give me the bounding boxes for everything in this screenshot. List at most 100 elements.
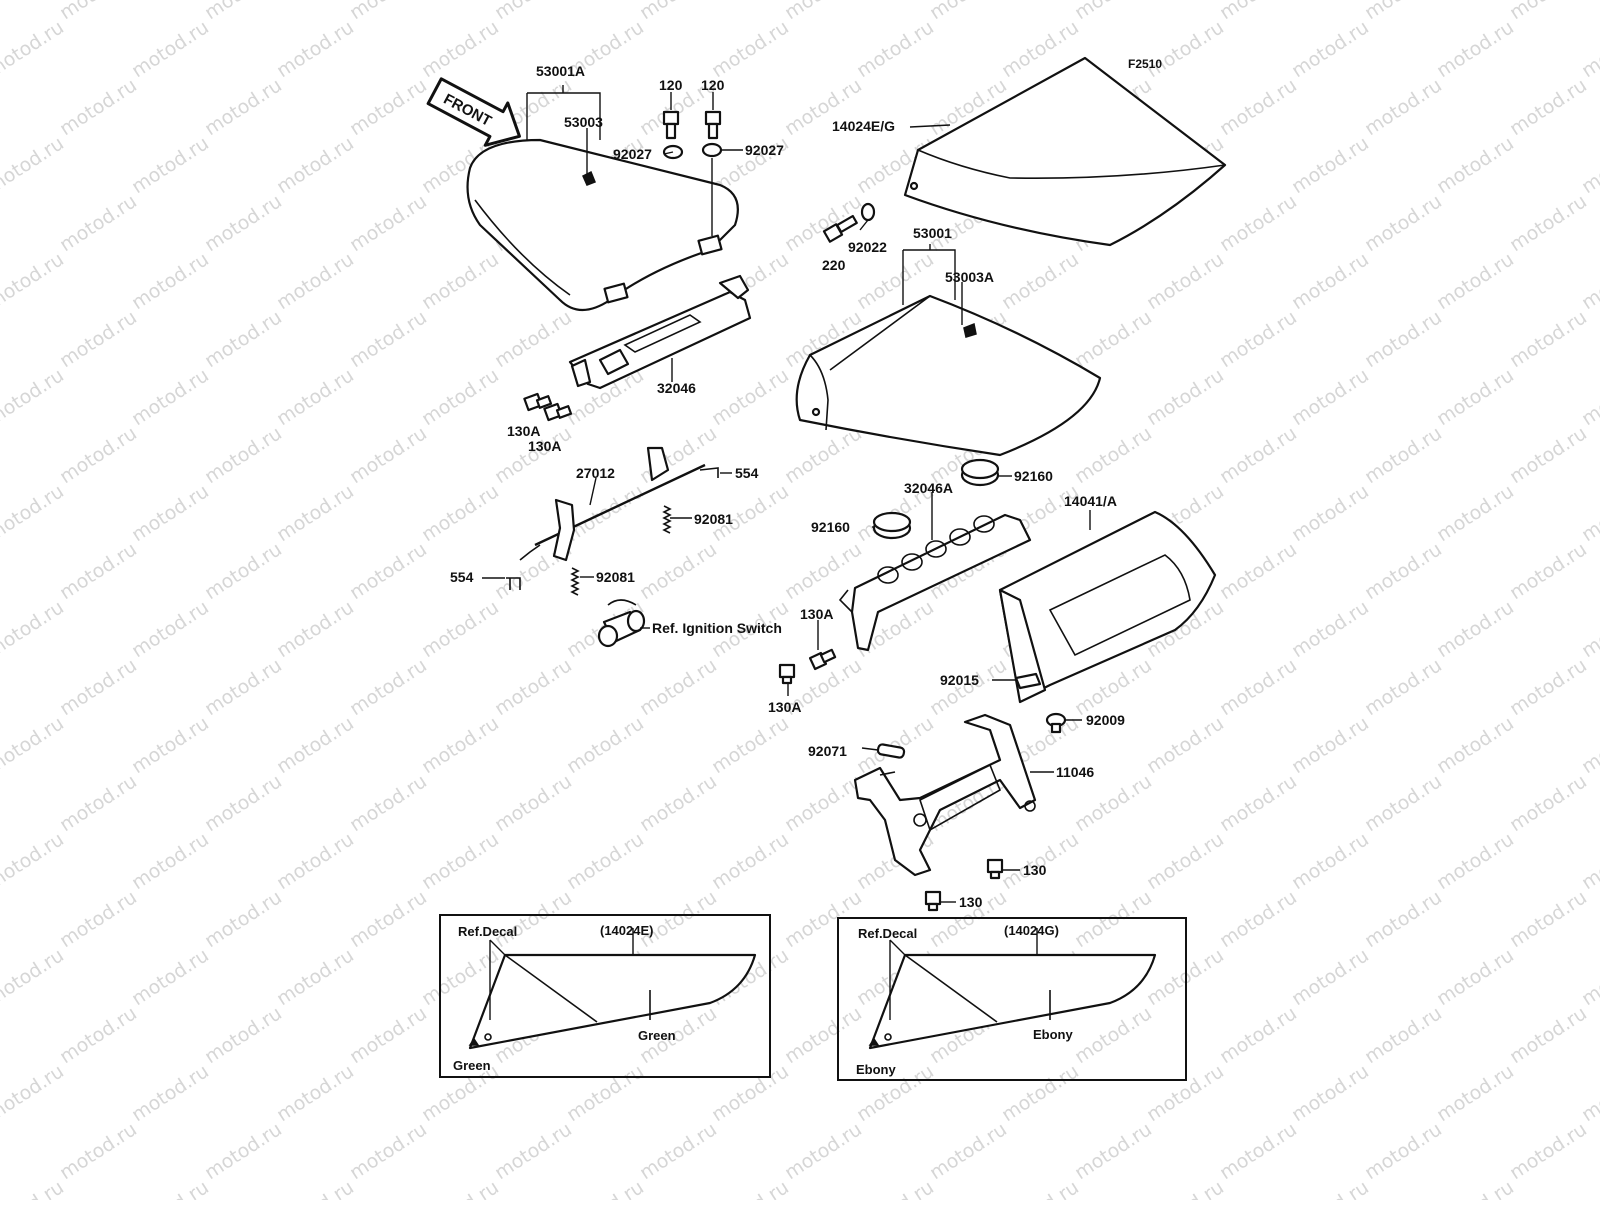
watermark-text: motod.ru xyxy=(781,1118,866,1184)
watermark-text: motod.ru xyxy=(418,16,503,82)
watermark-text: motod.ru xyxy=(491,0,576,24)
callout-92081-lower: 92081 xyxy=(596,569,635,585)
watermark-text: motod.ru xyxy=(1506,1118,1591,1184)
watermark-text: motod.ru xyxy=(201,0,286,24)
watermark-text: motod.ru xyxy=(1216,1118,1301,1184)
watermark-text: motod.ru xyxy=(128,132,213,198)
watermark-text: motod.ru xyxy=(1506,770,1591,836)
bolt-130-right xyxy=(986,858,1004,880)
watermark-text: motod.ru xyxy=(1361,1002,1446,1068)
watermark-text: motod.ru xyxy=(1361,538,1446,604)
washer-92022 xyxy=(860,202,876,222)
watermark-text: motod.ru xyxy=(1578,596,1600,662)
watermark-text: motod.ru xyxy=(128,480,213,546)
watermark-text: motod.ru xyxy=(781,1002,866,1068)
watermark-text: motod.ru xyxy=(1578,944,1600,1010)
watermark-text: motod.ru xyxy=(128,944,213,1010)
watermark-text: motod.ru xyxy=(1433,364,1518,430)
watermark-text: motod.ru xyxy=(1216,886,1301,952)
watermark-text: motod.ru xyxy=(636,1118,721,1184)
callout-554-upper: 554 xyxy=(735,465,759,481)
watermark-text: motod.ru xyxy=(273,16,358,82)
watermark-text: motod.ru xyxy=(273,480,358,546)
watermark-text: motod.ru xyxy=(0,16,68,82)
watermark-text: motod.ru xyxy=(1506,886,1591,952)
watermark-text: motod.ru xyxy=(56,538,141,604)
watermark-text: motod.ru xyxy=(708,712,793,778)
watermark-text: motod.ru xyxy=(346,1002,431,1068)
watermark-text: motod.ru xyxy=(1143,828,1228,894)
watermark-text: motod.ru xyxy=(201,306,286,372)
callout-14041-A: 14041/A xyxy=(1064,493,1117,509)
inset-left-part: (14024E) xyxy=(600,923,653,938)
watermark-text: motod.ru xyxy=(781,770,866,836)
callout-120-left: 120 xyxy=(659,77,683,93)
callout-130A-left-upper: 130A xyxy=(507,423,540,439)
inset-left-color-corner: Green xyxy=(453,1058,491,1073)
callout-14024E-G: 14024E/G xyxy=(832,118,895,134)
watermark-text: motod.ru xyxy=(0,712,68,778)
spring-92081-upper xyxy=(662,505,672,534)
watermark-text: motod.ru xyxy=(708,16,793,82)
callout-11046: 11046 xyxy=(1056,764,1094,780)
watermark-text: motod.ru xyxy=(1433,16,1518,82)
watermark-text: motod.ru xyxy=(1288,364,1373,430)
callout-220: 220 xyxy=(822,257,846,273)
callout-120-right: 120 xyxy=(701,77,725,93)
watermark-text: motod.ru xyxy=(926,1118,1011,1184)
inset-left-color-center: Green xyxy=(638,1028,676,1043)
rear-bracket xyxy=(838,513,1032,652)
side-cover xyxy=(998,510,1217,704)
callout-92160-upper: 92160 xyxy=(1014,468,1053,484)
callout-92015: 92015 xyxy=(940,672,979,688)
callout-92081-upper: 92081 xyxy=(694,511,733,527)
watermark-text: motod.ru xyxy=(1288,712,1373,778)
bolt-130A-lower xyxy=(543,402,573,422)
callout-130A-left-lower: 130A xyxy=(528,438,561,454)
callout-92009: 92009 xyxy=(1086,712,1125,728)
callout-53003A: 53003A xyxy=(945,269,994,285)
watermark-text: motod.ru xyxy=(56,0,141,24)
watermark-text: motod.ru xyxy=(1216,654,1301,720)
watermark-text: motod.ru xyxy=(1506,1002,1591,1068)
watermark-text: motod.ru xyxy=(1433,1176,1518,1200)
watermark-text: motod.ru xyxy=(418,1176,503,1200)
spring-92081-lower xyxy=(570,567,580,596)
watermark-text: motod.ru xyxy=(1216,538,1301,604)
watermark-text: motod.ru xyxy=(781,886,866,952)
watermark-text: motod.ru xyxy=(0,364,68,430)
watermark-text: motod.ru xyxy=(201,74,286,140)
watermark-text: motod.ru xyxy=(1433,596,1518,662)
callout-92160-lower: 92160 xyxy=(811,519,850,535)
watermark-text: motod.ru xyxy=(1578,248,1600,314)
watermark-text: motod.ru xyxy=(1506,538,1591,604)
watermark-text: motod.ru xyxy=(1433,132,1518,198)
watermark-text: motod.ru xyxy=(1288,1060,1373,1126)
bolt-120-right xyxy=(704,110,722,140)
watermark-text: motod.ru xyxy=(273,712,358,778)
watermark-text: motod.ru xyxy=(1361,886,1446,952)
watermark-text: motod.ru xyxy=(1216,306,1301,372)
watermark-text: motod.ru xyxy=(128,16,213,82)
watermark-text: motod.ru xyxy=(1071,1118,1156,1184)
watermark-text: motod.ru xyxy=(128,712,213,778)
watermark-text: motod.ru xyxy=(491,306,576,372)
watermark-text: motod.ru xyxy=(1433,944,1518,1010)
watermark-text: motod.ru xyxy=(56,770,141,836)
callout-32046A: 32046A xyxy=(904,480,953,496)
watermark-text: motod.ru xyxy=(0,132,68,198)
watermark-text: motod.ru xyxy=(346,654,431,720)
callout-27012: 27012 xyxy=(576,465,615,481)
watermark-text: motod.ru xyxy=(56,1002,141,1068)
bolt-220 xyxy=(822,214,858,243)
front-seat xyxy=(466,138,739,312)
watermark-text: motod.ru xyxy=(1288,480,1373,546)
callout-92022: 92022 xyxy=(848,239,887,255)
watermark-text: motod.ru xyxy=(56,422,141,488)
watermark-text: motod.ru xyxy=(1071,0,1156,24)
watermark-text: motod.ru xyxy=(128,364,213,430)
watermark-text: motod.ru xyxy=(128,248,213,314)
watermark-text: motod.ru xyxy=(708,1060,793,1126)
watermark-text: motod.ru xyxy=(273,132,358,198)
watermark-text: motod.ru xyxy=(346,538,431,604)
